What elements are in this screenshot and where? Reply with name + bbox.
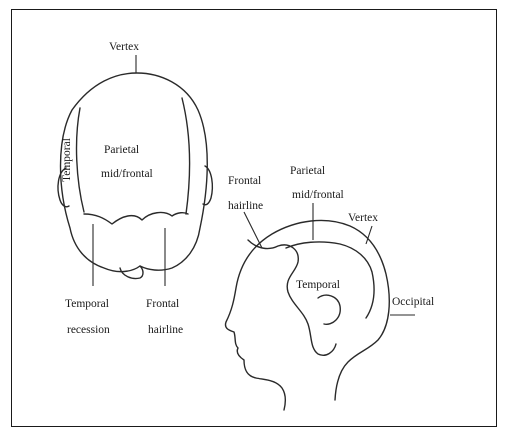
top-view-frontal-hairline-label-line2: hairline (148, 324, 183, 336)
side-view-frontal-hairline (247, 239, 337, 356)
top-view-temporal-label: Temporal (61, 138, 73, 182)
side-view-temporal-line (285, 241, 375, 319)
figure-frame (11, 9, 497, 427)
side-view-parietal-label: Parietal (290, 165, 325, 177)
side-view-ear (317, 294, 341, 325)
top-view-frontal-hairline (83, 211, 189, 225)
top-view-mid-frontal-label: mid/frontal (101, 168, 153, 180)
side-view-frontal-hairline-leader (243, 211, 263, 249)
side-view-mid-frontal-label: mid/frontal (292, 189, 344, 201)
side-view-frontal-hairline-label-line2: hairline (228, 200, 263, 212)
top-view-left-ear (57, 167, 70, 208)
top-view-frontal-hairline-label-line1: Frontal (146, 298, 179, 310)
top-view-right-ear (202, 165, 214, 206)
side-view-head (224, 203, 415, 411)
top-view-temporal-recession-label-line2: recession (67, 324, 110, 336)
side-view-temporal-label: Temporal (296, 279, 340, 291)
top-view-nose (119, 265, 144, 280)
top-view-head-outline (59, 72, 208, 273)
top-view-temporal-recession-label-line1: Temporal (65, 298, 109, 310)
top-view-vertex-label: Vertex (109, 41, 139, 53)
side-view-vertex-label: Vertex (348, 212, 378, 224)
top-view-parietal-line (181, 97, 191, 215)
top-view-temporal-line (75, 107, 85, 213)
side-view-frontal-hairline-label-line1: Frontal (228, 175, 261, 187)
top-view-head (57, 55, 214, 286)
top-view-parietal-label: Parietal (104, 144, 139, 156)
side-view-occipital-label: Occipital (392, 296, 434, 308)
side-view-vertex-leader (365, 225, 373, 245)
side-view-head-outline (224, 219, 390, 411)
